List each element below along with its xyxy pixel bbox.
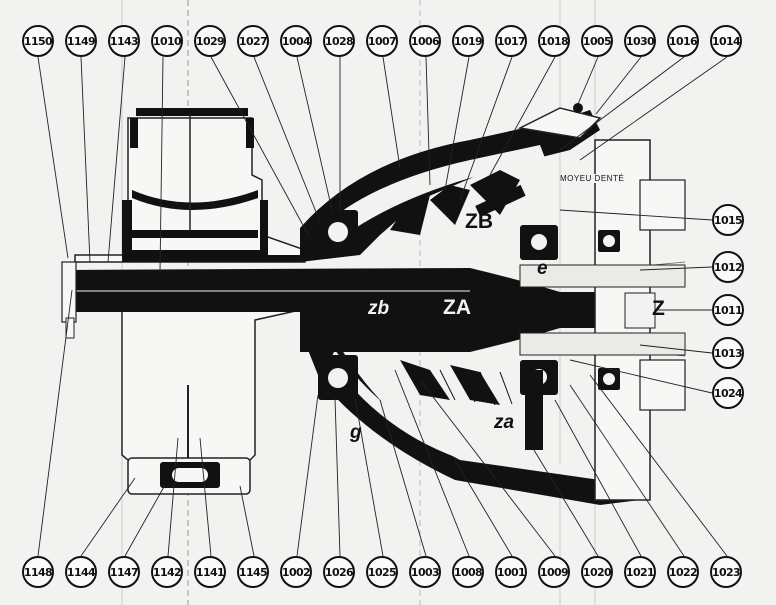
right-callout-1011: 1011 bbox=[712, 294, 744, 326]
bottom-callout-1008: 1008 bbox=[452, 556, 484, 588]
top-callout-1018: 1018 bbox=[538, 25, 570, 57]
top-callout-1030: 1030 bbox=[624, 25, 656, 57]
bottom-callout-1145: 1145 bbox=[237, 556, 269, 588]
top-callout-1006: 1006 bbox=[409, 25, 441, 57]
top-callout-1143: 1143 bbox=[108, 25, 140, 57]
right-callout-1013: 1013 bbox=[712, 337, 744, 369]
bottom-callout-1003: 1003 bbox=[409, 556, 441, 588]
top-callout-1005: 1005 bbox=[581, 25, 613, 57]
right-callout-1012: 1012 bbox=[712, 251, 744, 283]
top-callout-1027: 1027 bbox=[237, 25, 269, 57]
bottom-callout-1142: 1142 bbox=[151, 556, 183, 588]
hub-label: MOYEU DENTÉ bbox=[560, 174, 625, 183]
top-callout-1004: 1004 bbox=[280, 25, 312, 57]
top-callout-1014: 1014 bbox=[710, 25, 742, 57]
top-callout-1016: 1016 bbox=[667, 25, 699, 57]
top-callout-1019: 1019 bbox=[452, 25, 484, 57]
zone-label-za: ZA bbox=[443, 296, 471, 319]
top-callout-1017: 1017 bbox=[495, 25, 527, 57]
bottom-callout-1023: 1023 bbox=[710, 556, 742, 588]
right-callout-1024: 1024 bbox=[712, 377, 744, 409]
bottom-callout-1144: 1144 bbox=[65, 556, 97, 588]
top-callout-1007: 1007 bbox=[366, 25, 398, 57]
top-callout-1150: 1150 bbox=[22, 25, 54, 57]
bottom-callout-1021: 1021 bbox=[624, 556, 656, 588]
top-callout-1029: 1029 bbox=[194, 25, 226, 57]
zone-label-e: e bbox=[537, 258, 548, 279]
zone-label-za-lower: za bbox=[494, 412, 515, 433]
bottom-callout-1022: 1022 bbox=[667, 556, 699, 588]
zone-label-zb-lower: zb bbox=[368, 298, 390, 319]
zone-label-z: Z bbox=[652, 297, 665, 320]
bottom-callout-1148: 1148 bbox=[22, 556, 54, 588]
top-callout-1028: 1028 bbox=[323, 25, 355, 57]
right-callout-1015: 1015 bbox=[712, 204, 744, 236]
bottom-callout-1026: 1026 bbox=[323, 556, 355, 588]
bottom-callout-1002: 1002 bbox=[280, 556, 312, 588]
top-callout-1149: 1149 bbox=[65, 25, 97, 57]
bottom-callout-1001: 1001 bbox=[495, 556, 527, 588]
zone-label-g: g bbox=[350, 422, 362, 443]
bottom-callout-1147: 1147 bbox=[108, 556, 140, 588]
top-callout-1010: 1010 bbox=[151, 25, 183, 57]
zone-label-zb: ZB bbox=[465, 210, 493, 233]
bottom-callout-1020: 1020 bbox=[581, 556, 613, 588]
bottom-callout-1025: 1025 bbox=[366, 556, 398, 588]
bottom-callout-1009: 1009 bbox=[538, 556, 570, 588]
bottom-callout-1141: 1141 bbox=[194, 556, 226, 588]
